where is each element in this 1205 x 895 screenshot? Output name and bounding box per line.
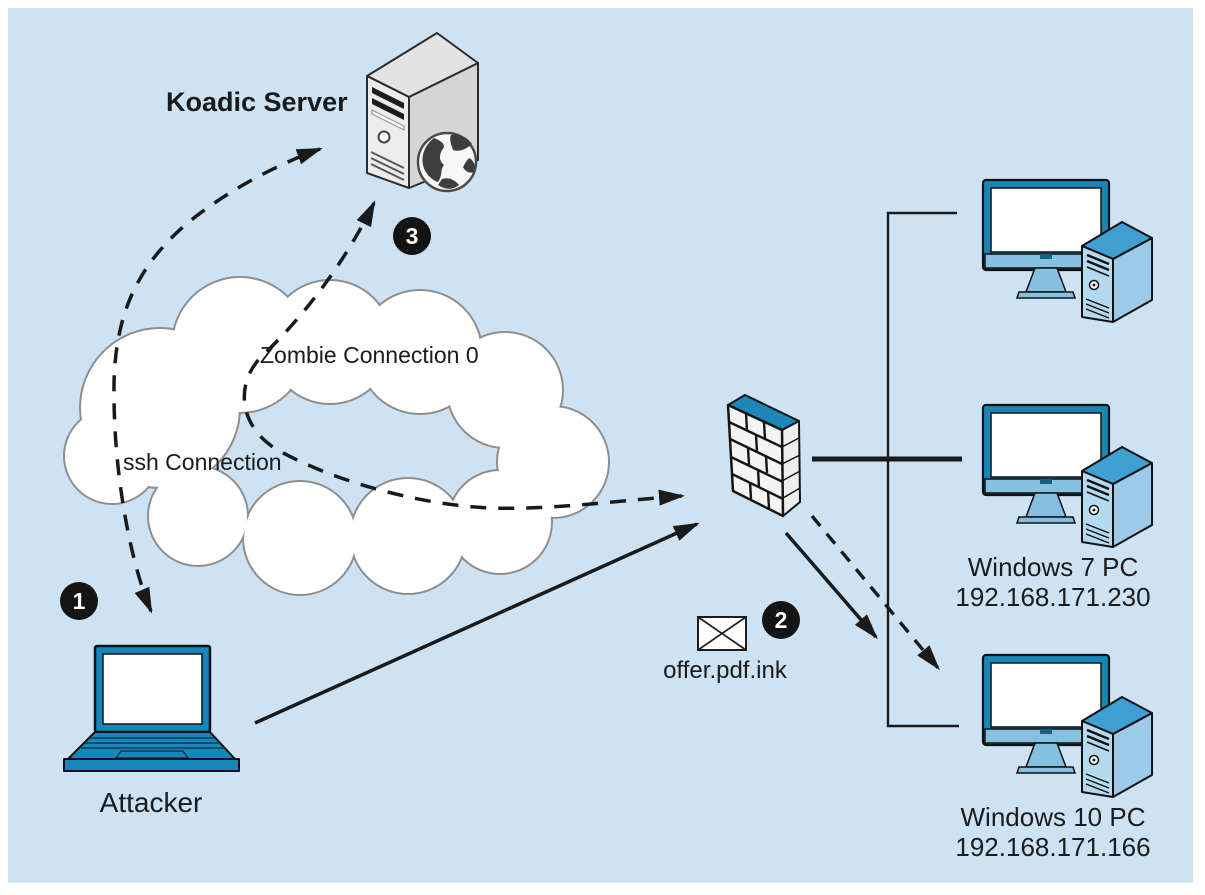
koadic-server-label: Koadic Server [166,87,348,117]
windows10-pc-label: Windows 10 PC 192.168.171.166 [928,802,1178,862]
windows7-pc-label: Windows 7 PC 192.168.171.230 [928,552,1178,612]
globe-icon [416,131,478,193]
attacker-label: Attacker [99,787,203,818]
firewall-icon [726,394,801,518]
firewall-to-win10-dashed-arrow [810,514,940,671]
zombie-connection-label: Zombie Connection 0 [260,342,479,368]
ssh-connection-label: ssh Connection [123,449,282,475]
envelope-icon [697,616,747,651]
step-3-badge: 3 [393,217,431,255]
zombie-connection-arrow [242,200,685,511]
attacker-to-firewall-arrow [254,522,700,725]
windows10-pc-name: Windows 10 PC [960,802,1146,832]
laptop-icon [63,644,240,772]
ssh-connection-arrow [112,147,323,614]
payload-filename-label: offer.pdf.ink [663,657,787,684]
step-2-badge: 2 [762,601,800,639]
firewall-to-win10-solid-arrow [784,531,878,640]
lan-bus-line [886,211,959,728]
windows10-pc-ip: 192.168.171.166 [955,832,1151,862]
windows7-pc-ip: 192.168.171.230 [955,582,1151,612]
step-1-badge: 1 [60,582,98,620]
server-icon [366,32,479,193]
windows7-pc-name: Windows 7 PC [967,552,1139,582]
